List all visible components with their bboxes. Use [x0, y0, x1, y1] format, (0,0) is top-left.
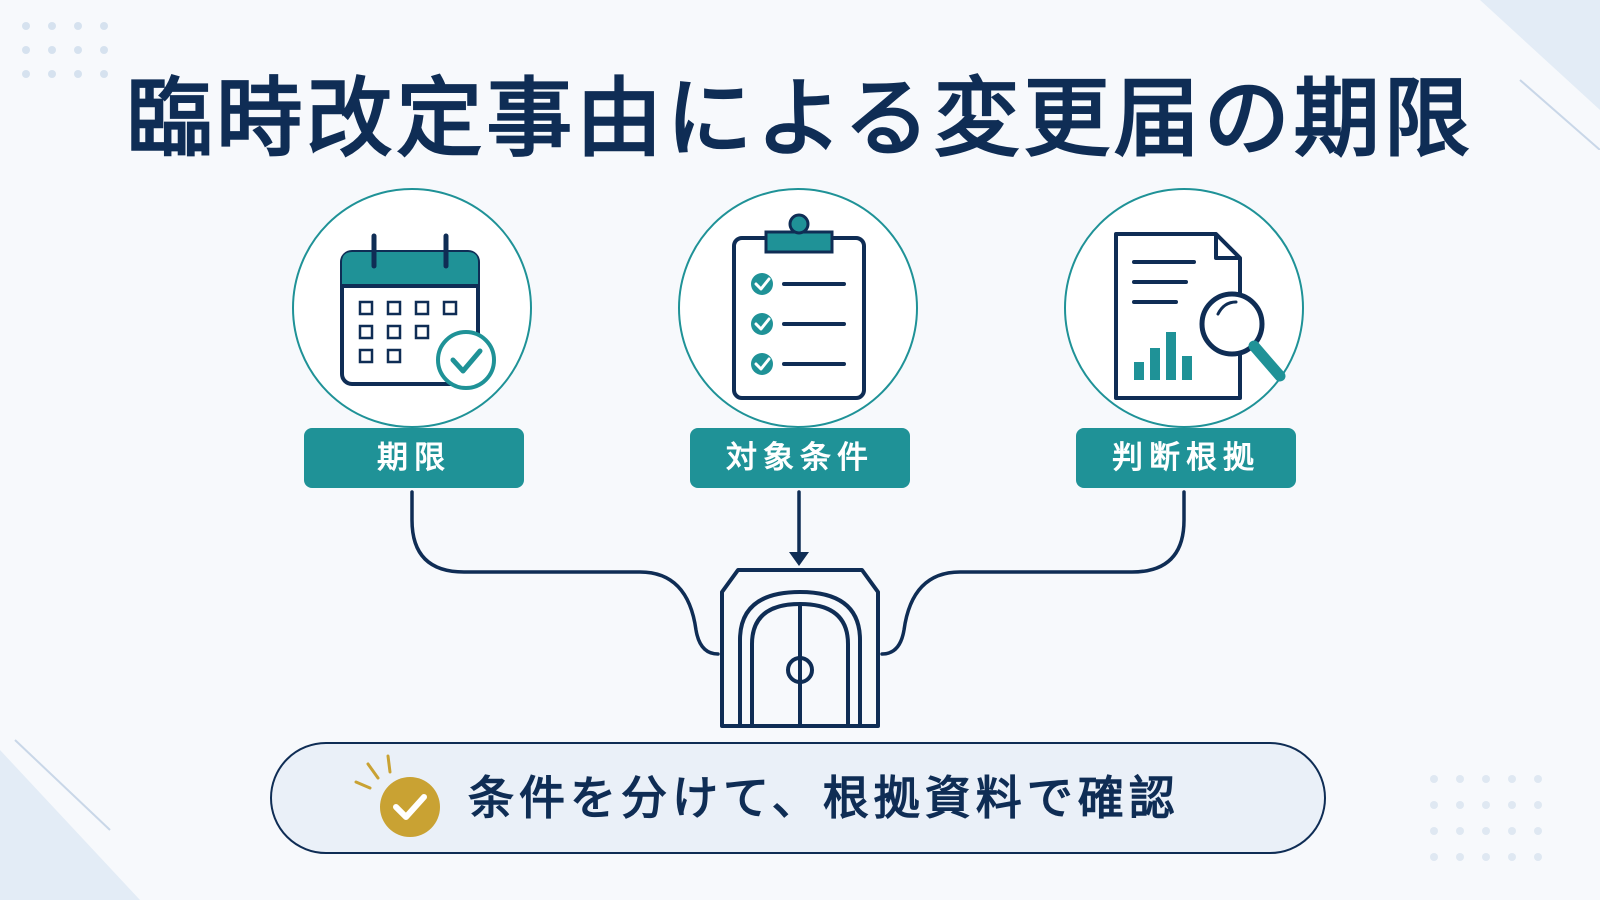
corner-decoration-top-left — [22, 22, 108, 78]
icon-circle — [678, 188, 918, 428]
page-title: 臨時改定事由による変更届の期限 — [126, 69, 1474, 169]
item-label: 判断根拠 — [1076, 428, 1296, 488]
summary-text: 条件を分けて、根拠資料で確認 — [468, 771, 1180, 825]
corner-decoration-bottom-left — [0, 739, 140, 900]
clipboard-checklist-icon — [732, 213, 866, 400]
document-search-icon — [1114, 232, 1286, 400]
check-badge-icon — [354, 754, 440, 837]
arrow-head — [789, 552, 809, 566]
item-label: 期限 — [304, 428, 524, 488]
door-gate-icon — [720, 568, 880, 728]
icon-circle — [1064, 188, 1304, 428]
summary-pill: 条件を分けて、根拠資料で確認 — [270, 742, 1326, 854]
corner-decoration-top-right — [1480, 0, 1600, 150]
item-label: 対象条件 — [690, 428, 910, 488]
calendar-check-icon — [340, 233, 496, 390]
icon-circle — [292, 188, 532, 428]
corner-decoration-bottom-right — [1430, 775, 1542, 861]
